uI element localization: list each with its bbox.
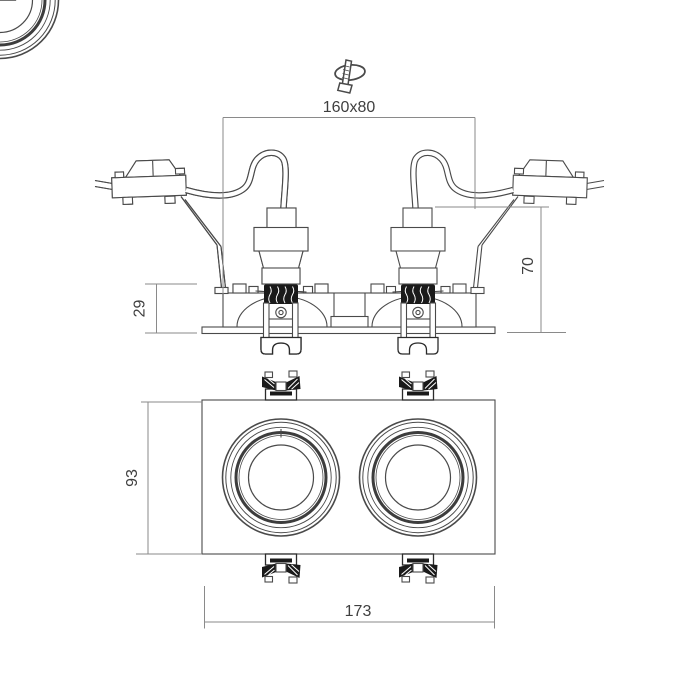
cutout-dimension-label: 160x80 <box>323 99 376 116</box>
cutout-dimension: 160x80 <box>222 99 476 294</box>
center-bridge <box>330 315 369 328</box>
front-clip-bottom-right <box>398 553 439 584</box>
height-dimension: 70 <box>435 206 566 333</box>
trim-plate <box>201 326 496 335</box>
front-height-dimension: 93 <box>124 401 202 555</box>
front-clip-top-left <box>261 370 302 401</box>
front-width-dimension: 173 <box>204 586 495 629</box>
section-view <box>95 153 604 354</box>
front-clip-bottom-left <box>261 553 302 584</box>
front-clip-top-right <box>398 370 439 401</box>
front-height-label: 93 <box>124 469 141 487</box>
front-width-label: 173 <box>345 603 372 620</box>
height-label: 70 <box>520 257 537 275</box>
front-view <box>201 370 496 584</box>
recess-depth-label: 29 <box>132 300 149 318</box>
recess-depth-dimension: 29 <box>132 283 197 334</box>
cutout-saw-icon <box>334 59 366 94</box>
lamp-cable <box>185 149 289 209</box>
spotlight-rings <box>0 0 60 60</box>
section-right-assembly <box>371 153 604 354</box>
